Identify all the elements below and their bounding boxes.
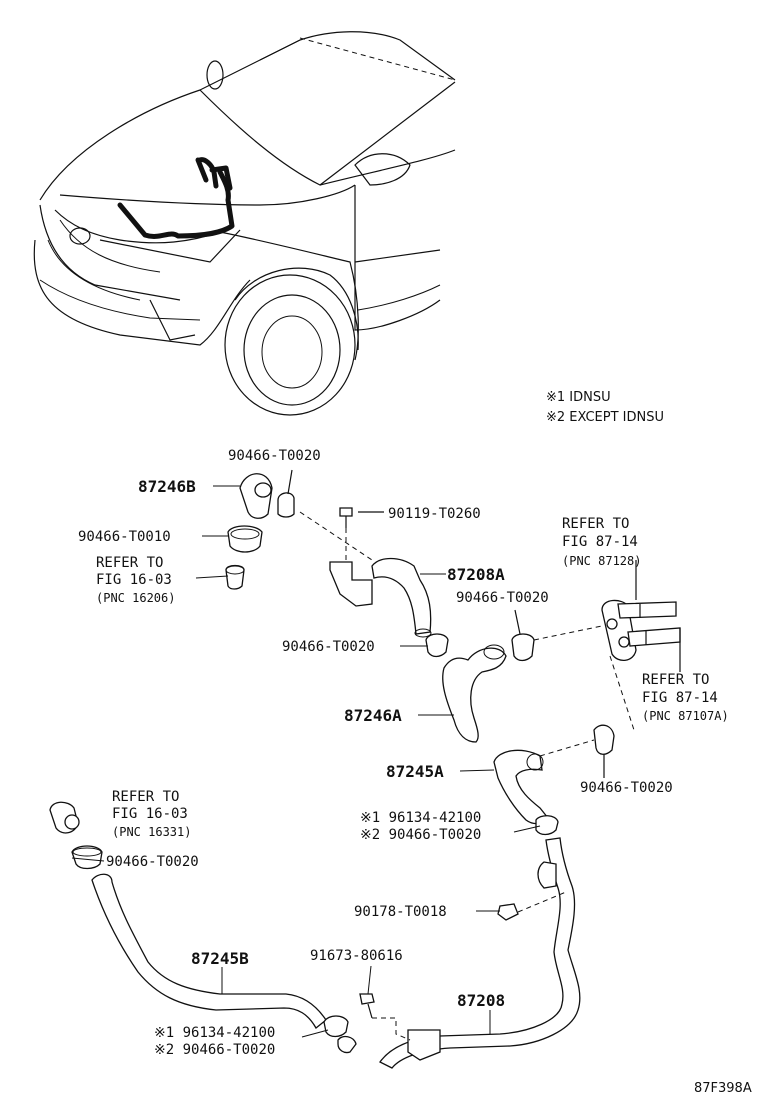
ref-16-03-b-line3: (PNC 16331)	[112, 825, 191, 839]
part-nozzle-16331	[49, 801, 80, 834]
part-96134-42100-clamp-lower	[323, 1015, 357, 1054]
label-90466-T0020-mid-left: 90466-T0020	[282, 639, 375, 655]
ref-16-03-a-line3: (PNC 16206)	[96, 591, 175, 605]
ref-87-14-b-line3: (PNC 87107A)	[642, 709, 729, 723]
part-90466-T0020-clip-left	[71, 845, 103, 870]
ref-87-14-b-line1: REFER TO	[642, 672, 709, 688]
label-90119-T0260: 90119-T0260	[388, 506, 481, 522]
part-87246A-hose	[442, 644, 507, 743]
label-90466-T0020-left: 90466-T0020	[106, 854, 199, 870]
note-idnsu: ※1 IDNSU	[546, 390, 611, 405]
ref-16-03-b-line1: REFER TO	[112, 789, 179, 805]
part-90466-T0010-clamp	[227, 525, 263, 553]
part-91673-80616-bolt	[359, 993, 375, 1019]
part-90466-T0020-clip-mid-left	[425, 633, 449, 658]
part-90119-T0260-bolt	[339, 507, 384, 528]
part-90466-T0020-clip-right	[593, 724, 615, 778]
label-87208: 87208	[457, 991, 505, 1010]
part-90466-T0020-clip-top	[277, 469, 295, 518]
label-n1-96134-42100-upper: ※1 96134-42100	[360, 810, 481, 826]
ref-16-03-a-line2: FIG 16-03	[96, 572, 172, 588]
figure-id: 87F398A	[694, 1081, 752, 1096]
label-87245A: 87245A	[386, 762, 444, 781]
label-87245B: 87245B	[191, 949, 249, 968]
label-87208A: 87208A	[447, 565, 505, 584]
label-n1-96134-42100-lower: ※1 96134-42100	[154, 1025, 275, 1041]
label-90466-T0010: 90466-T0010	[78, 529, 171, 545]
label-n2-90466-T0020-upper: ※2 90466-T0020	[360, 827, 481, 843]
leader-lines	[71, 485, 541, 1038]
ref-87-14-a-line2: FIG 87-14	[562, 534, 638, 550]
part-87208A-pipe	[329, 557, 432, 638]
ref-87-14-a-line3: (PNC 87128)	[562, 554, 641, 568]
label-90466-T0020-right: 90466-T0020	[580, 780, 673, 796]
ref-87-14-a-line1: REFER TO	[562, 516, 629, 532]
label-91673-80616: 91673-80616	[310, 948, 403, 964]
ref-16-03-b-line2: FIG 16-03	[112, 806, 188, 822]
part-90466-T0020-clip-mid-right	[511, 609, 535, 662]
part-96134-42100-clamp-upper	[535, 815, 559, 836]
dashed-guides	[299, 511, 635, 1041]
label-87246A: 87246A	[344, 706, 402, 725]
label-87246B: 87246B	[138, 477, 196, 496]
part-90178-T0018-nut	[497, 903, 519, 921]
part-washer-pump-grommet	[601, 560, 681, 672]
label-n2-90466-T0020-lower: ※2 90466-T0020	[154, 1042, 275, 1058]
part-87208-pipe	[379, 837, 581, 1069]
part-nozzle-cap-16206	[225, 564, 245, 590]
ref-16-03-a-line1: REFER TO	[96, 555, 163, 571]
part-87245B-hose	[91, 873, 327, 1029]
label-90466-T0020-mid-right: 90466-T0020	[456, 590, 549, 606]
label-90466-T0020-top: 90466-T0020	[228, 448, 321, 464]
note-except-idnsu: ※2 EXCEPT IDNSU	[546, 410, 664, 425]
vehicle-illustration	[33, 31, 456, 416]
ref-87-14-b-line2: FIG 87-14	[642, 690, 718, 706]
label-90178-T0018: 90178-T0018	[354, 904, 447, 920]
part-87245A-hose	[493, 749, 549, 825]
part-87246B-hose	[239, 473, 273, 519]
